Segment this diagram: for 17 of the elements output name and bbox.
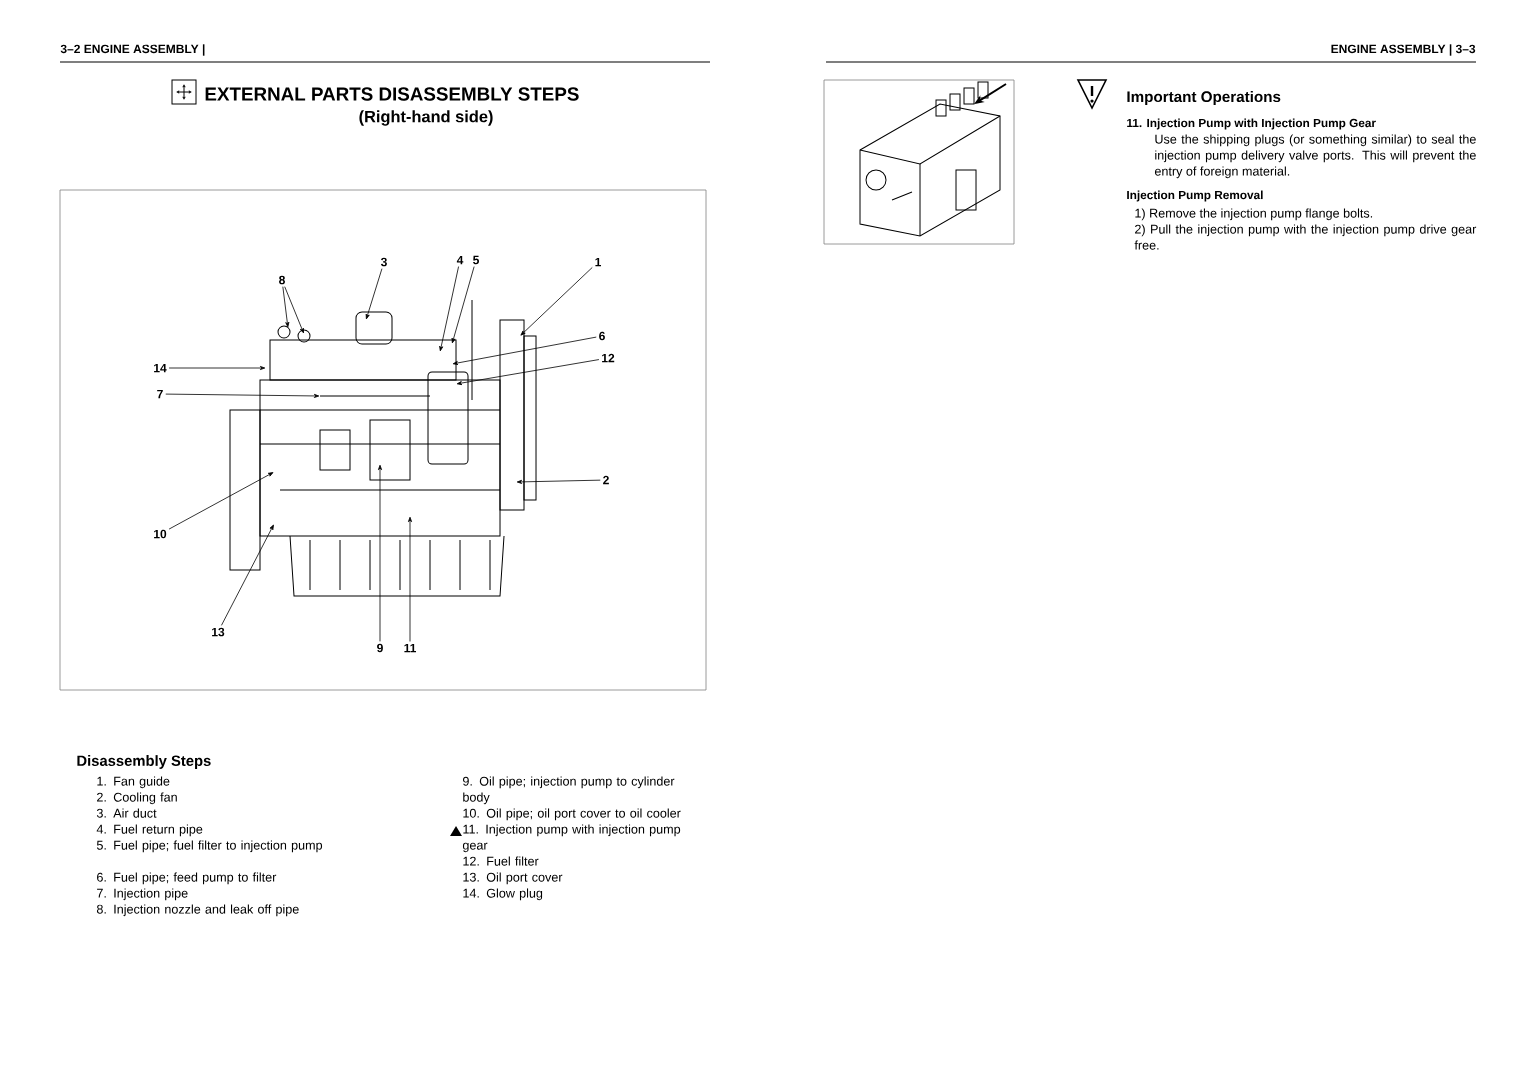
leader-line — [516, 479, 601, 484]
subtitle: (Right-hand side) — [359, 110, 493, 126]
leader-line — [451, 266, 475, 344]
leader-line — [168, 366, 266, 370]
leader-line — [439, 266, 459, 352]
leader-line — [165, 393, 320, 398]
leader-line — [378, 464, 382, 642]
leader-line — [221, 524, 274, 626]
leader-line — [168, 472, 274, 530]
leader-line — [408, 516, 412, 642]
leader-line — [365, 268, 383, 320]
leader-line — [520, 267, 593, 336]
leader-line — [284, 286, 304, 334]
leader-line — [452, 336, 597, 365]
page-title: EXTERNAL PARTS DISASSEMBLY STEPS — [205, 87, 579, 101]
leader-line — [282, 286, 290, 328]
leader-line — [456, 359, 600, 386]
